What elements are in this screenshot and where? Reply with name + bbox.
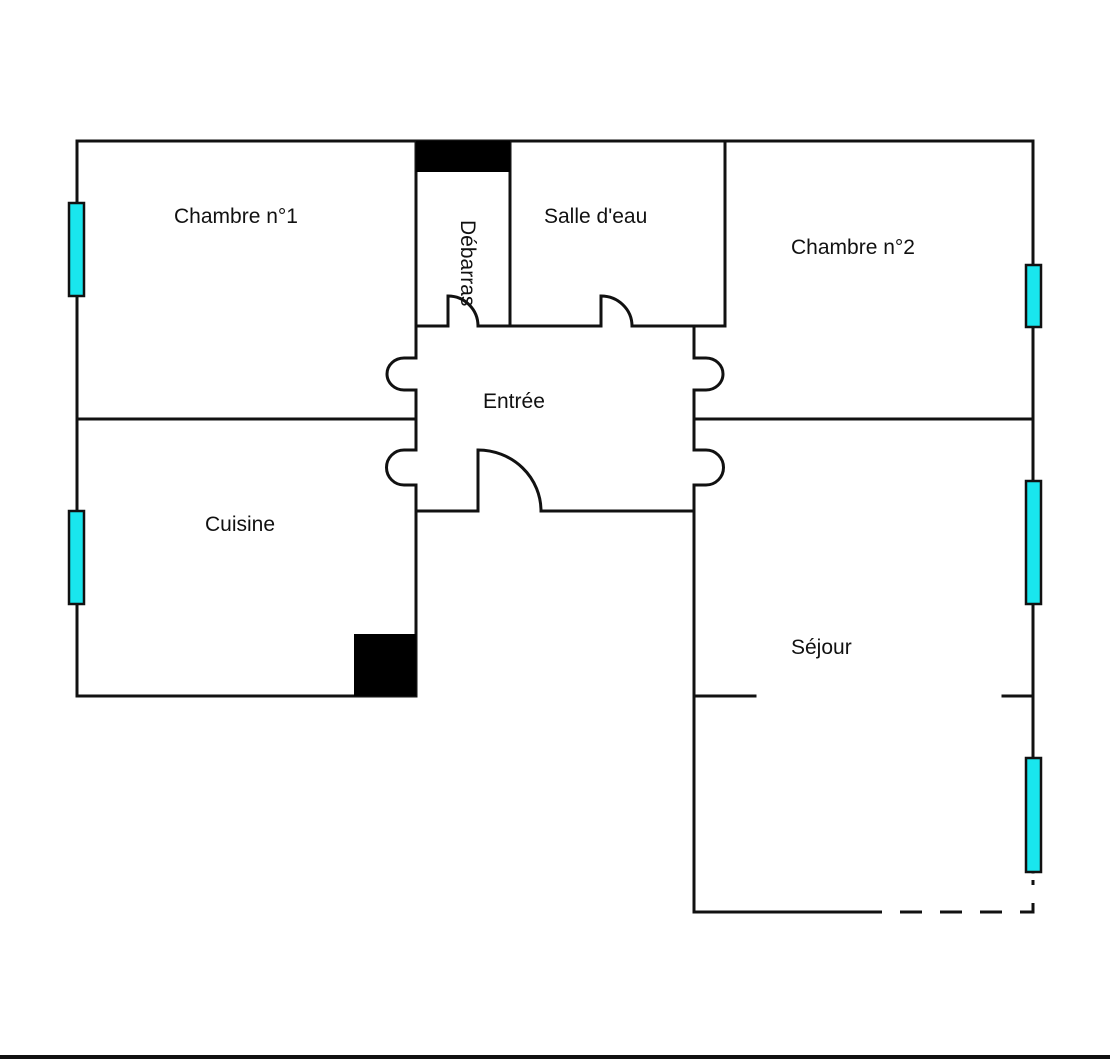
room-label-debarras: Débarras [456,220,479,307]
windows [67,201,1043,874]
room-label-entree: Entrée [483,390,545,413]
door-entrance [476,448,543,513]
walls [0,139,1110,1059]
door-sejour [692,448,725,487]
window [67,201,86,298]
room-label-chambre1: Chambre n°1 [174,205,298,228]
room-label-sejour: Séjour [791,636,852,659]
window [67,509,86,606]
door-chambre2 [692,356,725,392]
doors [385,294,725,513]
window [1024,756,1043,874]
window [1024,479,1043,606]
room-label-salle-eau: Salle d'eau [544,205,648,228]
room-label-chambre2: Chambre n°2 [791,236,915,259]
door-chambre1 [385,356,418,392]
door-cuisine [385,448,418,487]
door-debarras [446,294,480,328]
blocks [354,141,510,696]
window [1024,263,1043,329]
room-label-cuisine: Cuisine [205,513,276,536]
door-salle-eau [599,294,634,328]
